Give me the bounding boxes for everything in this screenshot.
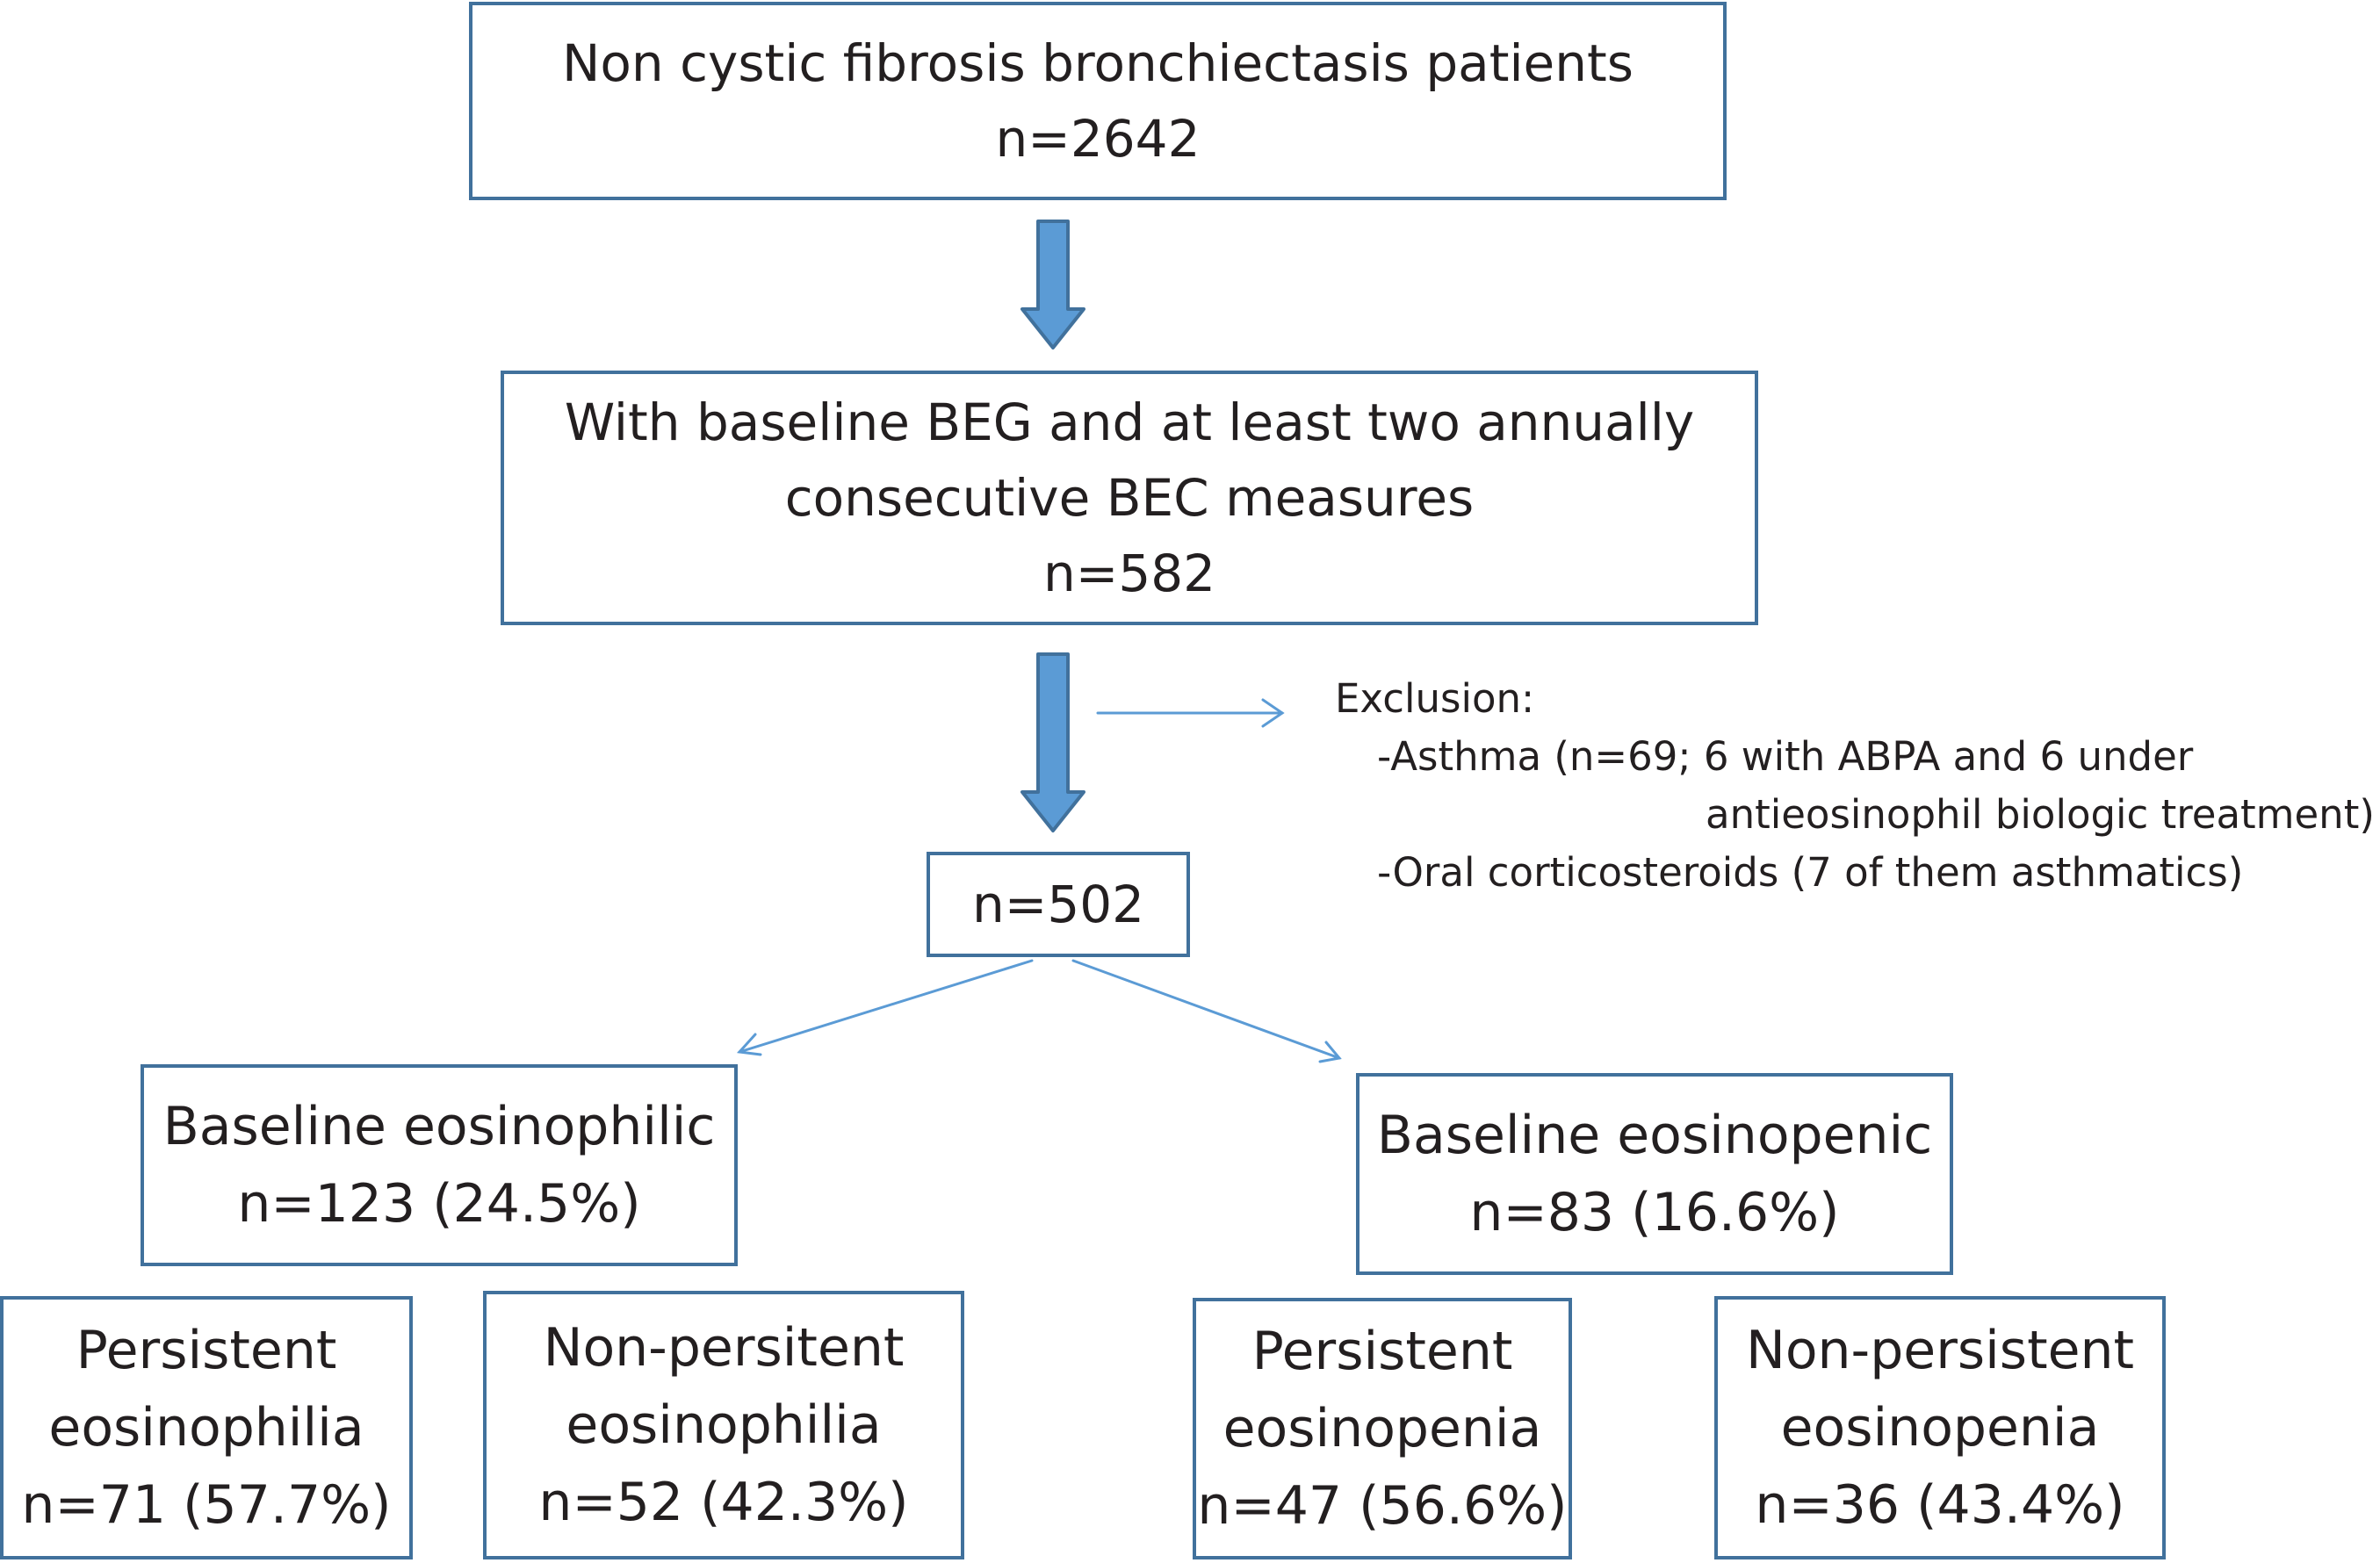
box-baseline-eosinophilic: Baseline eosinophilic n=123 (24.5%) — [141, 1064, 738, 1266]
included-count: n=502 — [971, 875, 1145, 934]
nonpersistent-eosinophilia-line2: eosinophilia — [566, 1394, 882, 1456]
eosinophilic-count: n=123 (24.5%) — [237, 1173, 641, 1235]
persistent-eosinopenia-line2: eosinopenia — [1222, 1398, 1542, 1459]
eosinopenic-title: Baseline eosinopenic — [1376, 1105, 1933, 1166]
nonpersistent-eosinophilia-line1: Non-persitent — [543, 1317, 905, 1379]
nonpersistent-eosinopenia-line2: eosinopenia — [1780, 1397, 2100, 1459]
box-included-patients: n=502 — [927, 852, 1190, 957]
box-nonpersistent-eosinopenia: Non-persistent eosinopenia n=36 (43.4%) — [1714, 1296, 2166, 1559]
exclusion-asthma-line2: antieosinophil biologic treatment) — [1706, 791, 2375, 838]
down-arrow-1 — [1021, 220, 1085, 349]
down-arrow-2 — [1021, 652, 1085, 832]
branch-arrow-left — [736, 959, 1034, 1056]
nonpersistent-eosinopenia-line1: Non-persistent — [1745, 1320, 2135, 1381]
branch-arrow-right — [1071, 959, 1342, 1063]
all-patients-count: n=2642 — [995, 109, 1201, 169]
persistent-eosinopenia-line1: Persistent — [1251, 1321, 1513, 1382]
nonpersistent-eosinopenia-count: n=36 (43.4%) — [1755, 1474, 2125, 1536]
all-patients-title: Non cystic fibrosis bronchiectasis patie… — [562, 33, 1634, 93]
box-nonpersistent-eosinophilia: Non-persitent eosinophilia n=52 (42.3%) — [483, 1291, 964, 1559]
baseline-measures-count: n=582 — [1042, 544, 1216, 603]
box-persistent-eosinopenia: Persistent eosinopenia n=47 (56.6%) — [1193, 1298, 1572, 1559]
baseline-measures-line1: With baseline BEG and at least two annua… — [564, 393, 1695, 452]
exclusion-heading: Exclusion: — [1335, 675, 1535, 722]
persistent-eosinophilia-count: n=71 (57.7%) — [21, 1474, 392, 1536]
eosinopenic-count: n=83 (16.6%) — [1469, 1182, 1840, 1243]
box-baseline-eosinopenic: Baseline eosinopenic n=83 (16.6%) — [1356, 1073, 1953, 1275]
persistent-eosinophilia-line1: Persistent — [76, 1320, 337, 1381]
exclusion-arrow — [1096, 698, 1285, 728]
box-persistent-eosinophilia: Persistent eosinophilia n=71 (57.7%) — [0, 1296, 413, 1559]
nonpersistent-eosinophilia-count: n=52 (42.3%) — [538, 1472, 909, 1533]
persistent-eosinophilia-line2: eosinophilia — [48, 1397, 364, 1459]
exclusion-corticosteroids: -Oral corticosteroids (7 of them asthmat… — [1377, 849, 2244, 896]
box-all-patients: Non cystic fibrosis bronchiectasis patie… — [469, 2, 1727, 200]
box-baseline-measures: With baseline BEG and at least two annua… — [501, 371, 1758, 625]
persistent-eosinopenia-count: n=47 (56.6%) — [1197, 1475, 1568, 1537]
exclusion-asthma-line1: -Asthma (n=69; 6 with ABPA and 6 under — [1377, 733, 2194, 780]
eosinophilic-title: Baseline eosinophilic — [162, 1096, 716, 1157]
baseline-measures-line2: consecutive BEC measures — [784, 468, 1475, 528]
